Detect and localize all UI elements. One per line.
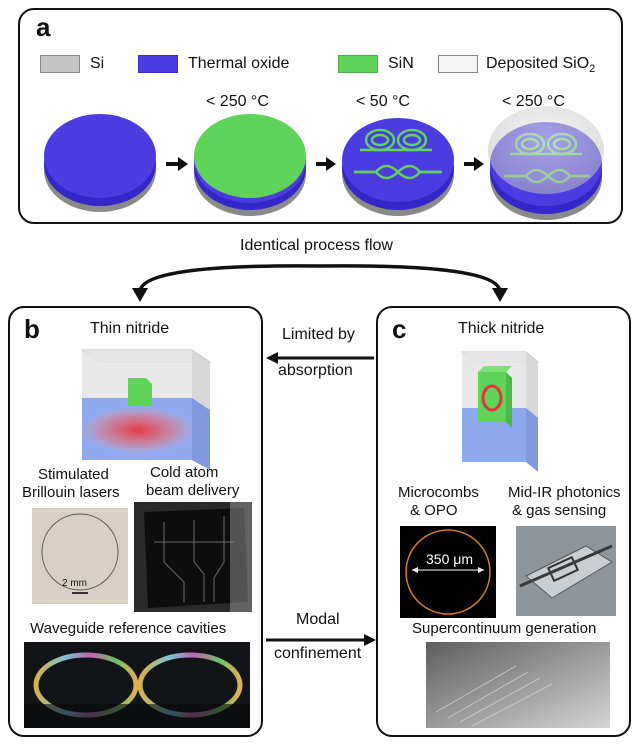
panel-a-letter: a xyxy=(36,12,51,42)
wafer-3 xyxy=(342,118,454,216)
panel-b-letter: b xyxy=(24,314,40,344)
temp-label-2: < 50 °C xyxy=(356,93,410,110)
legend-label-deposited-sio2: Deposited SiO2 xyxy=(486,55,596,76)
sbs-scale-bar xyxy=(72,592,88,594)
midir-label-line2: & gas sensing xyxy=(512,502,607,519)
supercontinuum-label: Supercontinuum generation xyxy=(412,620,597,637)
wafer-2 xyxy=(194,114,306,216)
modal-label-line2: confinement xyxy=(274,645,362,662)
thick-nitride-cross-section xyxy=(460,351,540,472)
wafer-1 xyxy=(44,114,156,212)
sbs-laser-photo: 2 mm xyxy=(32,508,128,604)
panel-b: b Thin nitride Stimulated Brillouin lase… xyxy=(8,306,263,737)
legend-swatch-deposited-sio2 xyxy=(438,55,478,73)
limited-label-line1: Limited by xyxy=(282,326,355,343)
sbs-scale-label: 2 mm xyxy=(62,578,87,589)
sbs-label-line1: Stimulated xyxy=(38,466,109,483)
legend-label-thermal-oxide: Thermal oxide xyxy=(188,55,290,72)
temp-label-3: < 250 °C xyxy=(502,93,565,110)
midir-photo xyxy=(516,526,616,616)
sbs-label-line2: Brillouin lasers xyxy=(22,484,120,501)
modal-confinement-arrow xyxy=(266,634,376,646)
panel-c: c Thick nitride Microcombs & OPO Mid-IR … xyxy=(376,306,631,737)
process-flow-wafers xyxy=(44,106,604,220)
panel-a: a Si Thermal oxide SiN Deposited SiO2 < … xyxy=(18,8,623,224)
microcomb-scale-label: 350 μm xyxy=(426,551,473,567)
flow-label: Identical process flow xyxy=(240,237,393,254)
cold-atom-photo xyxy=(134,502,252,612)
panel-b-title: Thin nitride xyxy=(90,320,170,337)
waveguide-cavity-photo xyxy=(24,642,250,728)
legend-label-sin: SiN xyxy=(388,55,414,72)
limited-by-absorption-arrow xyxy=(266,352,374,364)
legend-swatch-sin xyxy=(338,55,378,73)
legend-label-si: Si xyxy=(90,55,105,72)
cold-atom-label-line2: beam delivery xyxy=(146,482,240,499)
panel-c-title: Thick nitride xyxy=(458,320,545,337)
thin-nitride-cross-section xyxy=(80,349,212,470)
modal-label-line1: Modal xyxy=(296,611,340,628)
waveguide-label: Waveguide reference cavities xyxy=(30,620,227,637)
legend-swatch-thermal-oxide xyxy=(138,55,178,73)
panel-c-letter: c xyxy=(392,314,407,344)
supercontinuum-photo xyxy=(426,642,610,728)
microcomb-label-line2: & OPO xyxy=(410,502,458,519)
microcomb-photo: 350 μm xyxy=(400,526,496,618)
identical-flow-arrow xyxy=(132,264,508,302)
limited-label-line2: absorption xyxy=(278,362,353,379)
wafer-4 xyxy=(488,106,604,220)
microcomb-label-line1: Microcombs xyxy=(398,484,479,501)
temp-label-1: < 250 °C xyxy=(206,93,269,110)
cold-atom-label-line1: Cold atom xyxy=(150,464,219,481)
legend-swatch-si xyxy=(40,55,80,73)
midir-label-line1: Mid-IR photonics xyxy=(508,484,621,501)
